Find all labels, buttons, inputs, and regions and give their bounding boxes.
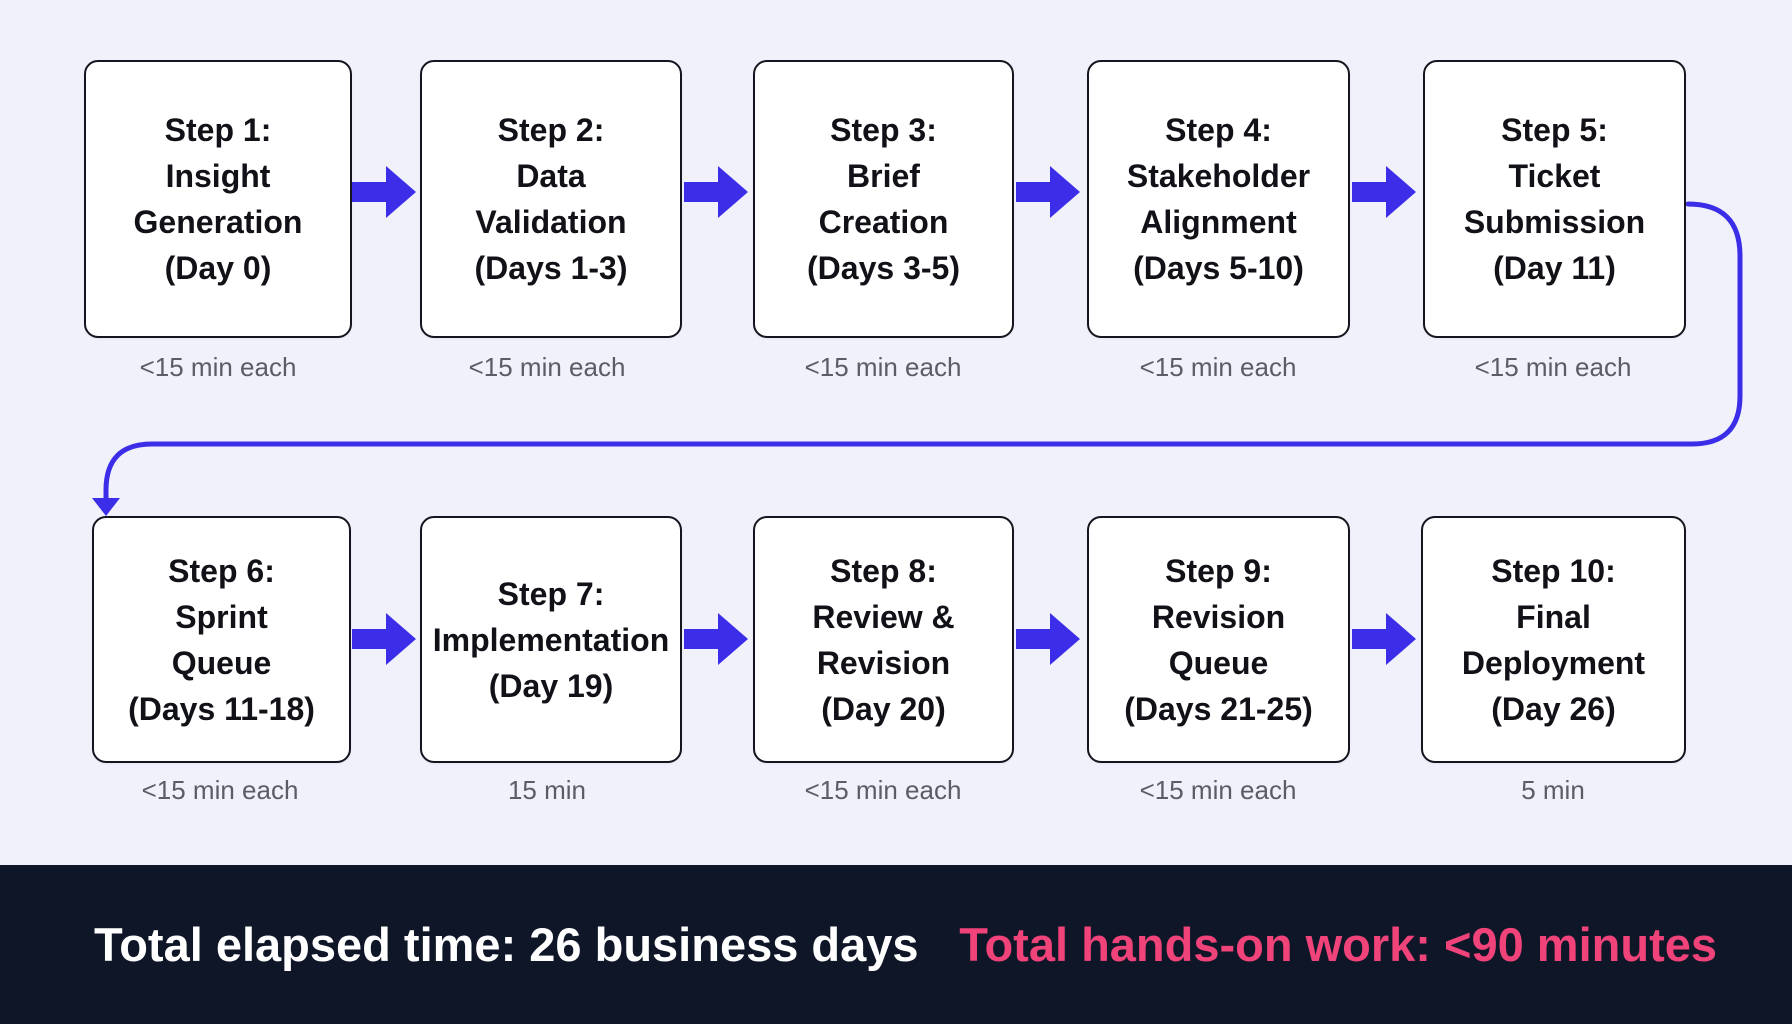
step-6-title: Step 6: (168, 552, 275, 589)
process-flow-diagram: Step 1: Insight Generation (Day 0) <15 m… (84, 60, 1743, 805)
step-2-name-line-2: Validation (475, 204, 627, 240)
step-10-name-line-1: Final (1516, 598, 1591, 635)
summary-footer: Total elapsed time: 26 business days Tot… (0, 865, 1792, 1024)
step-1-days: (Day 0) (164, 250, 272, 286)
step-9-name-line-2: Queue (1168, 644, 1269, 681)
step-5-box: Step 5: Ticket Submission (Day 11) (1423, 60, 1686, 338)
step-6-name-line-2: Queue (171, 644, 272, 681)
step-10-box: Step 10: Final Deployment (Day 26) (1421, 516, 1686, 763)
step-9-name-line-1: Revision (1151, 598, 1286, 635)
step-9-title: Step 9: (1165, 552, 1272, 589)
step-7-title: Step 7: (497, 575, 605, 612)
step-6-time-caption: <15 min each (141, 775, 299, 805)
step-10-time-caption: 5 min (1521, 775, 1585, 805)
step-9-box: Step 9: Revision Queue (Days 21-25) (1087, 516, 1350, 763)
step-2-title: Step 2: (497, 112, 605, 148)
step-5-days: (Day 11) (1493, 250, 1616, 286)
step-8-days: (Day 20) (821, 690, 946, 727)
step-2-box: Step 2: Data Validation (Days 1-3) (420, 60, 682, 338)
step-4-days: (Days 5-10) (1133, 250, 1304, 286)
step-7-name: Implementation (432, 621, 670, 658)
step-3-title: Step 3: (830, 112, 937, 148)
step-3-box: Step 3: Brief Creation (Days 3-5) (753, 60, 1014, 338)
step-7-box: Step 7: Implementation (Day 19) (420, 516, 682, 763)
flow-arrow-1-to-2 (352, 166, 416, 218)
step-6-name-line-1: Sprint (175, 598, 268, 635)
step-4-time-caption: <15 min each (1139, 352, 1297, 382)
step-8-name-line-2: Revision (816, 644, 951, 681)
step-1-time-caption: <15 min each (139, 352, 297, 382)
step-10-days: (Day 26) (1491, 690, 1616, 727)
step-3-name-line-2: Creation (818, 204, 949, 240)
step-8-title: Step 8: (830, 552, 937, 589)
flow-arrow-6-to-7 (352, 613, 416, 665)
step-10-title: Step 10: (1491, 552, 1616, 589)
step-2-name-line-1: Data (516, 158, 586, 194)
step-5-time-caption: <15 min each (1474, 352, 1632, 382)
step-8-time-caption: <15 min each (804, 775, 962, 805)
step-8-box: Step 8: Review & Revision (Day 20) (753, 516, 1014, 763)
step-4-box: Step 4: Stakeholder Alignment (Days 5-10… (1087, 60, 1350, 338)
total-hands-on-work: Total hands-on work: <90 minutes (959, 918, 1717, 971)
total-elapsed-time: Total elapsed time: 26 business days (94, 918, 919, 971)
step-3-name-line-1: Brief (847, 158, 920, 194)
step-4-name-line-1: Stakeholder (1126, 158, 1311, 194)
step-5-name-line-2: Submission (1463, 204, 1646, 240)
flow-arrow-7-to-8 (684, 613, 748, 665)
flow-arrow-9-to-10 (1352, 613, 1416, 665)
step-3-days: (Days 3-5) (807, 250, 960, 286)
flow-arrow-2-to-3 (684, 166, 748, 218)
wrap-connector-arrowhead (92, 498, 120, 516)
flow-arrow-4-to-5 (1352, 166, 1416, 218)
step-1-box: Step 1: Insight Generation (Day 0) (84, 60, 352, 338)
step-1-name-line-2: Generation (133, 204, 303, 240)
step-8-name-line-1: Review & (812, 598, 955, 635)
step-5-title: Step 5: (1501, 112, 1608, 148)
step-5-name-line-1: Ticket (1508, 158, 1601, 194)
step-6-box: Step 6: Sprint Queue (Days 11-18) (92, 516, 351, 763)
step-9-time-caption: <15 min each (1139, 775, 1297, 805)
step-1-title: Step 1: (164, 112, 272, 148)
step-10-name-line-2: Deployment (1461, 644, 1646, 681)
step-9-days: (Days 21-25) (1124, 690, 1313, 727)
flow-arrow-8-to-9 (1016, 613, 1080, 665)
step-2-days: (Days 1-3) (474, 250, 628, 286)
step-7-days: (Day 19) (488, 667, 614, 704)
step-4-name-line-2: Alignment (1140, 204, 1297, 240)
step-7-time-caption: 15 min (507, 775, 587, 805)
step-3-time-caption: <15 min each (804, 352, 962, 382)
step-2-time-caption: <15 min each (468, 352, 626, 382)
step-1-name-line-1: Insight (165, 158, 271, 194)
step-4-title: Step 4: (1165, 112, 1272, 148)
step-6-days: (Days 11-18) (128, 690, 315, 727)
flow-arrow-3-to-4 (1016, 166, 1080, 218)
